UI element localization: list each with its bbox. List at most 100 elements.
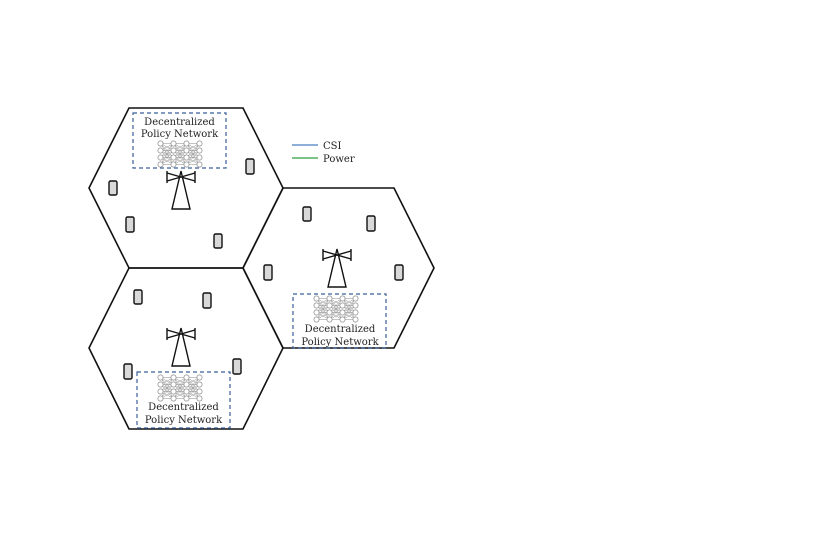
- policy-network-title-line1: Decentralized: [148, 402, 219, 413]
- nn-edge: [173, 377, 187, 399]
- nn-edge: [186, 377, 200, 392]
- nn-edge: [342, 298, 356, 320]
- user-device: [302, 206, 312, 222]
- nn-edge: [160, 384, 174, 399]
- policy-network-title-line1: Decentralized: [144, 117, 215, 128]
- nn-node: [183, 161, 190, 168]
- nn-edge: [173, 377, 187, 392]
- nn-edge: [173, 384, 187, 399]
- nn-edge: [316, 305, 330, 320]
- user-devices-bottom-left: [123, 289, 242, 380]
- base-station-antenna-top-left: [166, 170, 196, 210]
- nn-edge: [186, 143, 200, 165]
- nn-node: [196, 395, 203, 402]
- user-devices-right: [263, 206, 404, 281]
- nn-node: [183, 140, 190, 147]
- neural-network-icon: [157, 374, 203, 402]
- nn-node: [157, 388, 164, 395]
- nn-node: [170, 140, 177, 147]
- nn-edge: [186, 143, 200, 158]
- nn-node: [339, 309, 346, 316]
- user-device: [366, 215, 376, 232]
- nn-node: [326, 309, 333, 316]
- nn-node: [170, 161, 177, 168]
- user-device: [123, 363, 133, 380]
- nn-node: [352, 316, 359, 323]
- nn-node: [157, 161, 164, 168]
- user-device: [245, 158, 255, 175]
- nn-node: [183, 147, 190, 154]
- nn-node: [170, 395, 177, 402]
- nn-node: [326, 295, 333, 302]
- nn-node: [313, 302, 320, 309]
- nn-node: [352, 309, 359, 316]
- nn-node: [183, 381, 190, 388]
- user-devices-top-left: [108, 158, 255, 249]
- base-station-antenna-bottom-left: [166, 327, 196, 367]
- legend-power-label: Power: [323, 154, 355, 165]
- nn-edge: [160, 143, 174, 158]
- user-device: [232, 358, 242, 375]
- policy-network-title-line1: Decentralized: [305, 324, 376, 335]
- antenna-part: [327, 248, 347, 288]
- nn-node: [196, 374, 203, 381]
- nn-node: [157, 395, 164, 402]
- policy-network-box-top-left: Decentralized Policy Network: [132, 112, 227, 169]
- nn-edge: [173, 143, 187, 165]
- nn-edge: [186, 377, 200, 399]
- nn-node: [183, 374, 190, 381]
- antenna-part: [322, 250, 352, 260]
- nn-node: [196, 381, 203, 388]
- nn-edge: [186, 384, 200, 399]
- nn-edge: [316, 298, 330, 320]
- nn-node: [170, 388, 177, 395]
- nn-edge: [160, 377, 174, 399]
- nn-edge: [329, 298, 343, 320]
- nn-node: [339, 295, 346, 302]
- nn-edge: [342, 305, 356, 320]
- nn-node: [326, 316, 333, 323]
- user-device: [394, 264, 404, 281]
- nn-edge: [342, 298, 356, 313]
- neural-network-icon: [313, 295, 359, 323]
- nn-node: [339, 316, 346, 323]
- hex-cell-bottom-left: [88, 267, 284, 430]
- user-device: [263, 264, 273, 281]
- antenna-part: [171, 327, 191, 367]
- nn-edge: [186, 150, 200, 165]
- nn-edge: [160, 143, 174, 165]
- nn-node: [183, 154, 190, 161]
- nn-node: [157, 374, 164, 381]
- policy-network-title-line2: Policy Network: [145, 415, 223, 426]
- neural-network-icon: [157, 140, 203, 168]
- legend-csi-label: CSI: [323, 141, 342, 152]
- legend: CSI Power: [292, 141, 355, 165]
- user-device: [213, 233, 223, 249]
- nn-edge: [329, 305, 343, 320]
- nn-node: [170, 154, 177, 161]
- nn-node: [157, 147, 164, 154]
- nn-node: [196, 161, 203, 168]
- user-device: [133, 289, 143, 305]
- nn-node: [313, 309, 320, 316]
- nn-node: [196, 147, 203, 154]
- policy-network-box-right: Decentralized Policy Network: [292, 293, 387, 349]
- nn-node: [183, 388, 190, 395]
- nn-edge: [160, 377, 174, 392]
- nn-node: [313, 295, 320, 302]
- nn-node: [157, 140, 164, 147]
- nn-node: [170, 381, 177, 388]
- nn-edge: [316, 298, 330, 313]
- antenna-part: [166, 329, 196, 339]
- nn-edge: [173, 150, 187, 165]
- nn-node: [170, 374, 177, 381]
- base-station-antenna-right: [322, 248, 352, 288]
- nn-node: [183, 395, 190, 402]
- nn-node: [157, 381, 164, 388]
- user-device: [202, 292, 212, 309]
- nn-node: [157, 154, 164, 161]
- policy-network-title-line2: Policy Network: [301, 337, 379, 348]
- nn-node: [313, 316, 320, 323]
- antenna-part: [166, 172, 196, 182]
